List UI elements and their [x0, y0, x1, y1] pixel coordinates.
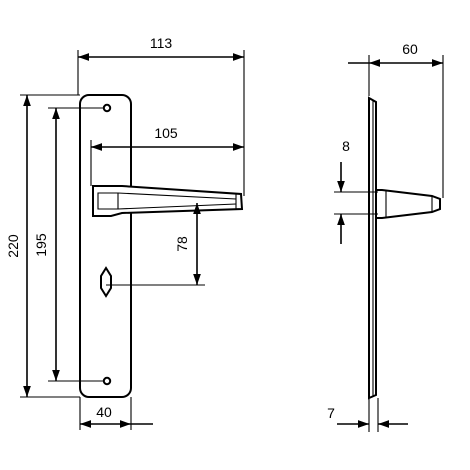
dimension-105: 105 [90, 125, 244, 186]
dimension-78-label: 78 [174, 236, 190, 252]
dimension-40-label: 40 [96, 404, 112, 420]
dimension-8: 8 [334, 138, 378, 244]
side-view [368, 96, 441, 400]
bottom-screw-hole [102, 376, 112, 386]
front-view [79, 94, 244, 398]
dimension-105-label: 105 [154, 125, 178, 141]
dimension-195: 195 [33, 107, 104, 382]
keyhole [100, 266, 112, 298]
dimension-113: 113 [77, 35, 245, 196]
backplate-outline [79, 94, 132, 398]
dimension-60-label: 60 [402, 41, 418, 57]
dimension-220-label: 220 [5, 234, 21, 258]
top-screw-hole [102, 103, 112, 113]
dimension-60: 60 [348, 41, 444, 198]
dimension-8-label: 8 [342, 138, 350, 154]
dimension-7-label: 7 [327, 405, 335, 421]
dimension-40: 40 [79, 397, 153, 430]
dimension-195-label: 195 [33, 233, 49, 257]
dimension-113-label: 113 [150, 35, 173, 51]
dimension-78: 78 [106, 203, 205, 286]
side-lever [375, 189, 441, 219]
lever-handle [92, 185, 244, 217]
dimension-7: 7 [327, 398, 408, 432]
dimension-220: 220 [5, 94, 80, 398]
